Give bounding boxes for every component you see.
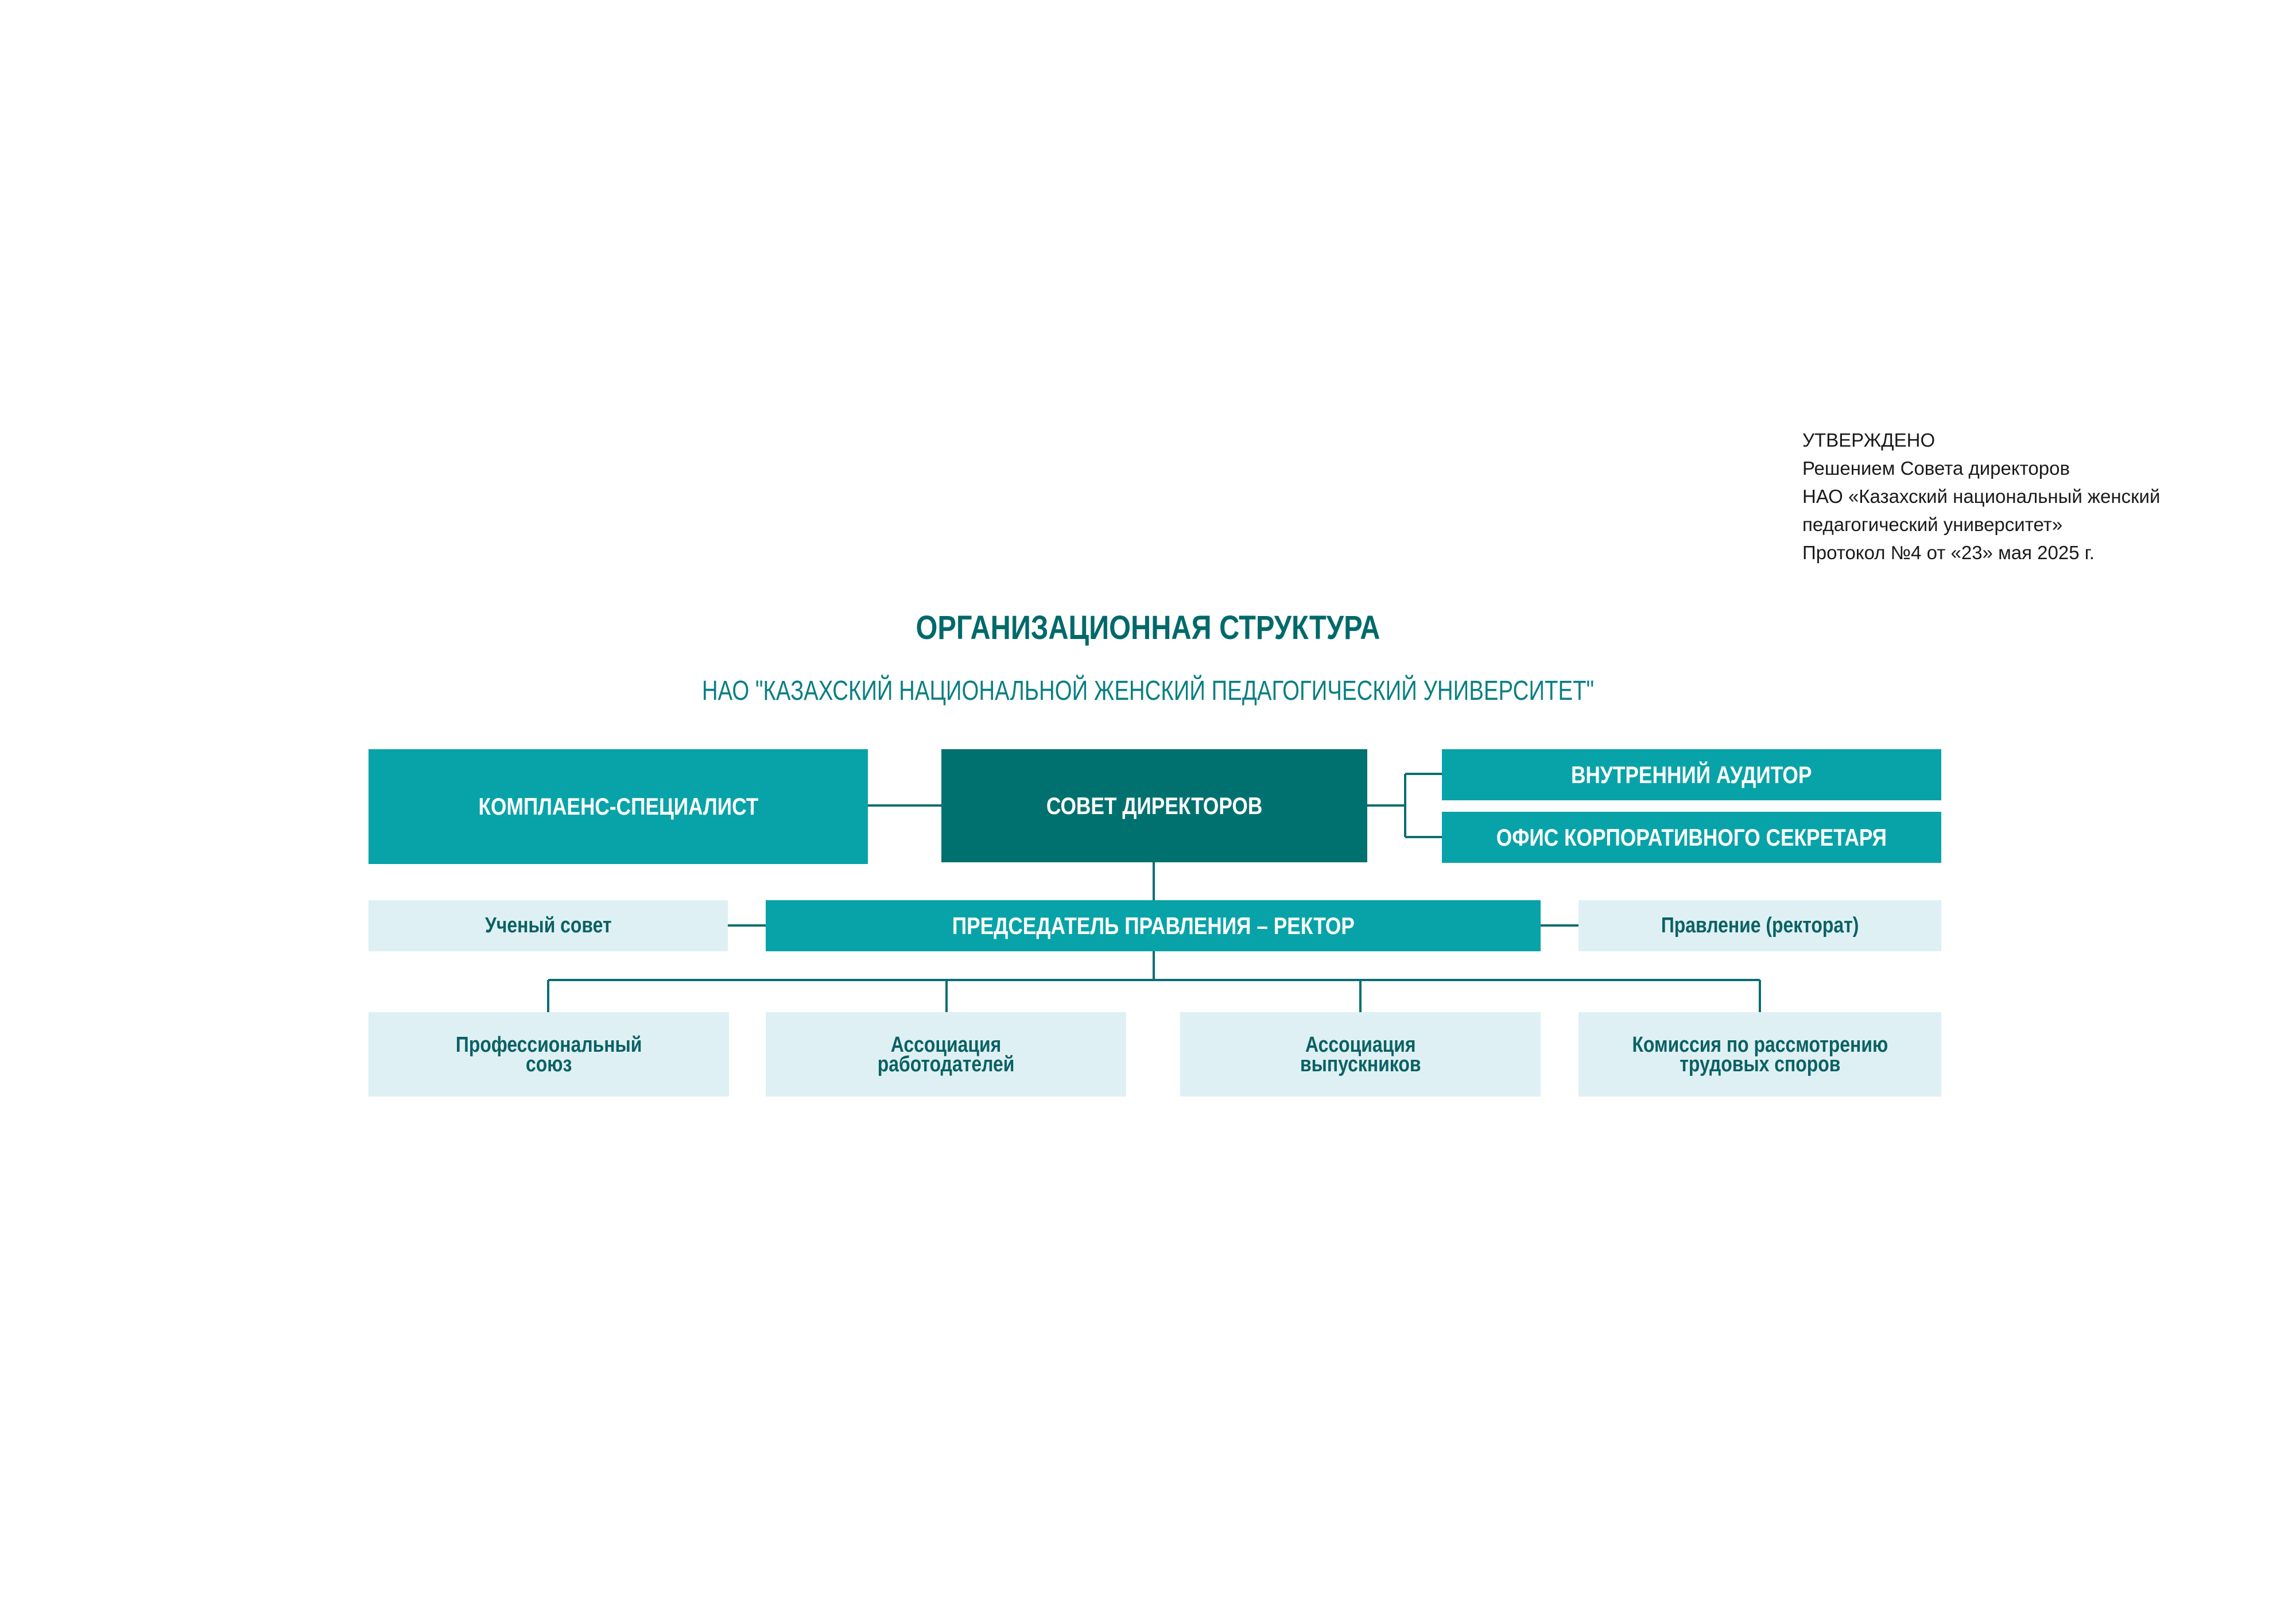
compliance-specialist-box: КОМПЛАЕНС-СПЕЦИАЛИСТ xyxy=(369,749,868,864)
board-of-directors-box: СОВЕТ ДИРЕКТОРОВ xyxy=(941,749,1367,862)
alumni-association-label-line1: Ассоциация xyxy=(1305,1032,1416,1057)
chairman-rector-box: ПРЕДСЕДАТЕЛЬ ПРАВЛЕНИЯ – РЕКТОР xyxy=(766,900,1541,951)
trade-union-box: Профессиональный союз xyxy=(369,1012,729,1097)
internal-auditor-label: ВНУТРЕННИЙ АУДИТОР xyxy=(1571,761,1812,788)
employers-association-label-line1: Ассоциация xyxy=(890,1032,1002,1057)
management-board-box: Правление (ректорат) xyxy=(1578,900,1941,951)
labor-disputes-commission-label-line2: трудовых споров xyxy=(1679,1052,1841,1076)
alumni-association-label: Ассоциация выпускников xyxy=(1300,1032,1421,1076)
approval-line: Протокол №4 от «23» мая 2025 г. xyxy=(1802,542,2095,563)
approval-line: Решением Совета директоров xyxy=(1802,458,2070,479)
employers-association-box: Ассоциация работодателей xyxy=(766,1012,1126,1097)
corporate-secretary-box: ОФИС КОРПОРАТИВНОГО СЕКРЕТАРЯ xyxy=(1442,812,1941,863)
trade-union-label: Профессиональный союз xyxy=(455,1032,642,1076)
academic-council-label: Ученый совет xyxy=(484,913,612,938)
approval-line: УТВЕРЖДЕНО xyxy=(1802,429,1936,451)
chairman-rector-label: ПРЕДСЕДАТЕЛЬ ПРАВЛЕНИЯ – РЕКТОР xyxy=(952,912,1355,939)
employers-association-label: Ассоциация работодателей xyxy=(877,1032,1015,1076)
labor-disputes-commission-label: Комиссия по рассмотрению трудовых споров xyxy=(1632,1032,1888,1076)
approval-line: НАО «Казахский национальный женский xyxy=(1802,486,2161,507)
corporate-secretary-label: ОФИС КОРПОРАТИВНОГО СЕКРЕТАРЯ xyxy=(1496,823,1887,851)
management-board-label: Правление (ректорат) xyxy=(1661,913,1859,938)
compliance-specialist-label: КОМПЛАЕНС-СПЕЦИАЛИСТ xyxy=(478,793,758,820)
academic-council-box: Ученый совет xyxy=(369,900,728,951)
employers-association-label-line2: работодателей xyxy=(877,1052,1015,1076)
page-title: ОРГАНИЗАЦИОННАЯ СТРУКТУРА xyxy=(916,609,1380,646)
board-of-directors-label: СОВЕТ ДИРЕКТОРОВ xyxy=(1046,792,1263,819)
internal-auditor-box: ВНУТРЕННИЙ АУДИТОР xyxy=(1442,749,1941,800)
trade-union-label-line1: Профессиональный xyxy=(455,1032,642,1057)
approval-stamp: УТВЕРЖДЕНО Решением Совета директоров НА… xyxy=(1802,426,2160,567)
labor-disputes-commission-label-line1: Комиссия по рассмотрению xyxy=(1632,1032,1888,1057)
approval-line: педагогический университет» xyxy=(1802,514,2063,535)
labor-disputes-commission-box: Комиссия по рассмотрению трудовых споров xyxy=(1578,1012,1941,1097)
alumni-association-box: Ассоциация выпускников xyxy=(1180,1012,1541,1097)
page-subtitle: НАО "КАЗАХСКИЙ НАЦИОНАЛЬНОЙ ЖЕНСКИЙ ПЕДА… xyxy=(701,676,1595,706)
alumni-association-label-line2: выпускников xyxy=(1300,1052,1421,1076)
trade-union-label-line2: союз xyxy=(525,1052,572,1076)
